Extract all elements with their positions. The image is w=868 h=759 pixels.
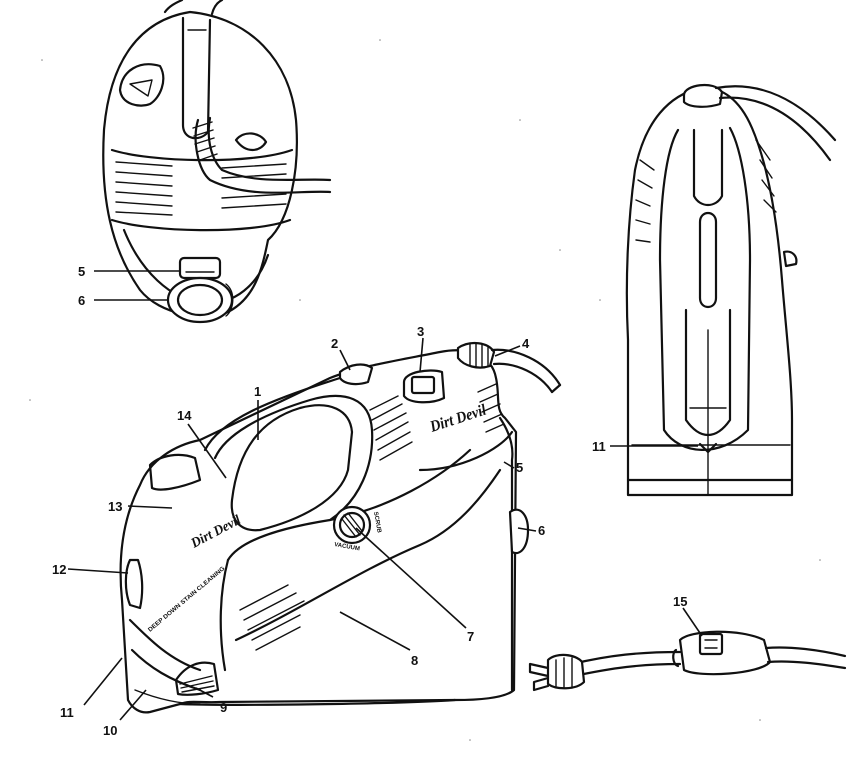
callout-7: 7 [467, 629, 474, 644]
callout-12: 12 [52, 562, 66, 577]
callout-6-side: 6 [538, 523, 545, 538]
callout-6-top: 6 [78, 293, 85, 308]
callout-9: 9 [220, 700, 227, 715]
callout-15: 15 [673, 594, 687, 609]
callout-3: 3 [417, 324, 424, 339]
callout-14: 14 [177, 408, 192, 423]
callout-10: 10 [103, 723, 117, 738]
cord-plug-illustration [528, 630, 847, 692]
callout-2: 2 [331, 336, 338, 351]
callout-4: 4 [522, 336, 530, 351]
callout-5-top: 5 [78, 264, 85, 279]
leader-lines [67, 270, 703, 721]
callout-1: 1 [254, 384, 261, 399]
side-view-illustration [119, 342, 562, 714]
top-view-illustration [102, 0, 332, 324]
callout-11-right: 11 [592, 439, 606, 454]
front-view-illustration [625, 83, 837, 497]
callout-13: 13 [108, 499, 122, 514]
callout-8: 8 [411, 653, 418, 668]
dial-label-left: VACUUM [334, 542, 361, 552]
dial-label-right: SCRUB [372, 511, 382, 534]
scan-speckle [29, 39, 821, 741]
callout-5-side: 5 [516, 460, 523, 475]
callout-11-left: 11 [60, 705, 74, 720]
